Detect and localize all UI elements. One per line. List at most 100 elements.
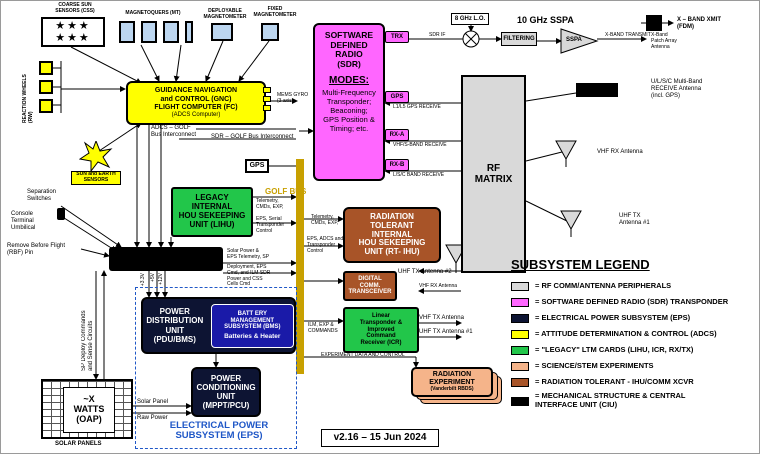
legend-item: = MECHANICAL STRUCTURE & CENTRAL INTERFA… (511, 390, 751, 412)
pdu-label: POWER DISTRIBUTION UNIT (PDU/BMS) (146, 307, 204, 344)
rf-matrix: RF MATRIX (461, 75, 526, 273)
sp-deploy-label: SP Deploy Commands and Sense Circuits (81, 310, 94, 371)
lihu-tlm-label: Telemetry, CMDs, EXP, (256, 198, 284, 210)
gnc-line2: and CONTROL (GNC) (160, 95, 232, 103)
legend-rows: = RF COMM/ANTENNA PERIPHERALS= SOFTWARE … (511, 278, 751, 412)
mems-gyro-1 (263, 87, 271, 93)
rtihu-tlm-label: Telemetry, CMDs, EXP, (311, 214, 339, 226)
fixed-mag-label: FIXED MAGNETOMETER (253, 6, 297, 18)
star-icon: ★★★★★★ (55, 20, 91, 44)
solar-panel-label: Solar Panel (137, 399, 169, 405)
pdu-box: POWER DISTRIBUTION UNIT (PDU/BMS) BATT E… (141, 297, 296, 354)
sun-icon (78, 139, 113, 173)
rf-matrix-label: RF MATRIX (474, 163, 513, 185)
multiband-antenna-label: U/L/S/C Multi-Band RECEIVE Antenna (incl… (651, 79, 703, 99)
eps-title: ELECTRICAL POWER SUBSYSTEM (EPS) (169, 420, 269, 442)
sdr-rxb-port: RX-B (385, 159, 409, 171)
local-oscillator: 8 GHz L.O. (451, 13, 489, 25)
software-defined-radio: SOFTWARE DEFINED RADIO (SDR) MODES: Mult… (313, 23, 385, 181)
ilm-label: ILM, EXP & COMMANDS (308, 322, 338, 334)
legend-swatch (511, 329, 529, 339)
sspa-title: 10 GHz SSPA (517, 15, 574, 25)
sun-earth-sensors-label: SUN and EARTH SENSORS (71, 171, 121, 185)
reaction-wheel-1 (39, 61, 53, 75)
digital-comm-transceiver: DIGITAL COMM. TRANSCEIVER (343, 271, 397, 301)
uhf-tx3-label: UHF TX Antenna #1 (419, 329, 473, 335)
xband-xmit-label: X – BAND XMIT (FDM) (677, 17, 722, 30)
vhf-rx2-label: VHF RX Antenna (419, 283, 458, 289)
volt-5v: +5V (150, 273, 156, 283)
mems-gyro-label: MEMS GYRO (3 axis) (277, 92, 309, 104)
legend-item: = SCIENCE/STEM EXPERIMENTS (511, 358, 751, 374)
mems-gyro-2 (263, 96, 271, 102)
bms-label: BATT ERY MANAGEMENT SUBSYSTEM (BMS) (224, 311, 281, 331)
sspa-label: SSPA (566, 37, 582, 43)
raw-power-label: Raw Power (137, 415, 168, 421)
separation-switches-label: Separation Switches (27, 189, 57, 202)
gnc-line1: GUIDANCE NAVIGATION (154, 87, 238, 95)
reaction-wheel-3 (39, 99, 53, 113)
legend-item: = "LEGACY" LTM CARDS (LIHU, ICR, RX/TX) (511, 342, 751, 358)
legend-item: = ATTITUDE DETERMINATION & CONTROL (ADCS… (511, 326, 751, 342)
golf-bus (296, 159, 304, 374)
radiation-experiment-title: RADIATION EXPERIMENT (429, 371, 475, 387)
legend-swatch (511, 377, 529, 387)
legend-swatch (511, 345, 529, 355)
legend-swatch (511, 281, 529, 291)
umbilical-connector-icon (57, 208, 65, 220)
legend-item: = SOFTWARE DEFINED RADIO (SDR) TRANSPOND… (511, 294, 751, 310)
gnc-flight-computer: GUIDANCE NAVIGATION and CONTROL (GNC) FL… (126, 81, 266, 125)
sdr-golf-interconnect: SDR – GOLF Bus Interconnect (211, 134, 294, 140)
legend-label: = ELECTRICAL POWER SUBSYSTEM (EPS) (535, 312, 691, 322)
central-interface-unit (109, 247, 223, 271)
fixed-magnetometer (261, 23, 279, 41)
legend-label: = RADIATION TOLERANT - IHU/COMM XCVR (535, 376, 694, 386)
legend-item: = RADIATION TOLERANT - IHU/COMM XCVR (511, 374, 751, 390)
watts-label: ~X WATTS (OAP) (63, 387, 115, 433)
legend-title: SUBSYSTEM LEGEND (511, 257, 650, 272)
vhf-rx-antenna-label: VHF RX Antenna (597, 149, 643, 155)
uhf-receive-label: VHF/S-BAND RECEIVE (393, 142, 447, 148)
sdr-if-label: SDR IF (429, 32, 446, 38)
uhf-tx1-antenna-label: UHF TX Antenna #1 (619, 213, 650, 226)
legend: SUBSYSTEM LEGEND = RF COMM/ANTENNA PERIP… (511, 257, 751, 437)
css-label: COARSE SUN SENSORS (CSS) (55, 2, 95, 14)
console-umbilical-label: Console Terminal Umbilical (11, 211, 36, 231)
magnetorquers (119, 21, 199, 45)
icr-box: Linear Transponder & Improved Command Re… (343, 307, 419, 353)
legend-swatch (511, 313, 529, 323)
legend-swatch (511, 396, 529, 406)
xband-patch-antenna (646, 15, 662, 31)
legend-label: = ATTITUDE DETERMINATION & CONTROL (ADCS… (535, 328, 717, 338)
mt-label: MAGNETOQUERS (MT) (125, 10, 181, 16)
exp-data-label: EXPERIMENT DATA AND CONTROL (321, 352, 405, 358)
lihu-box: LEGACY INTERNAL HOU SEKEEPING UNIT (LIHU… (171, 187, 253, 237)
pcu-box: POWER CONDITIONING UNIT (MPPT/PCU) (191, 367, 261, 417)
deployable-magnetometer (211, 23, 233, 41)
rtihu-eps-label: EPS, ADCS and Transponder Control (307, 236, 344, 254)
legend-label: = SOFTWARE DEFINED RADIO (SDR) TRANSPOND… (535, 296, 729, 306)
sdr-gps-port: GPS (385, 91, 409, 103)
mems-gyro-3 (263, 105, 271, 111)
l1gps-label: L1/L5 GPS RECEIVE (393, 104, 441, 110)
sdr-modes-title: MODES: (329, 75, 369, 87)
gps-receiver: GPS (245, 159, 269, 173)
legend-swatch (511, 297, 529, 307)
vhf-tx-label: VHF TX Antenna (419, 315, 464, 321)
sdr-rxa-port: RX-A (385, 129, 409, 141)
dep-mag-label: DEPLOYABLE MAGNETOMETER (203, 8, 247, 20)
rw-label: REACTION WHEELS (RW) (22, 74, 34, 123)
gnc-line4: (ADCS Computer) (171, 111, 221, 118)
rtihu-box: RADIATION TOLERANT INTERNAL HOU SEKEEPIN… (343, 207, 441, 263)
sdr-title: SOFTWARE DEFINED RADIO (SDR) (324, 30, 374, 69)
solar-power-telemetry-label: Solar Power & EPS Telemetry, SP (227, 248, 270, 260)
deployment-cmd-label: Deployment, EPS Cmd, and ILM SDR Power a… (227, 264, 271, 288)
gnc-line3: FLIGHT COMPUTER (FC) (154, 103, 238, 111)
sdr-trx-port: TRX (385, 31, 409, 43)
eps-region (135, 287, 297, 449)
golf-bus-label: GOLF BUS (265, 187, 307, 196)
volt-3v3: +3.3V (140, 273, 146, 287)
multiband-antenna (576, 83, 618, 97)
